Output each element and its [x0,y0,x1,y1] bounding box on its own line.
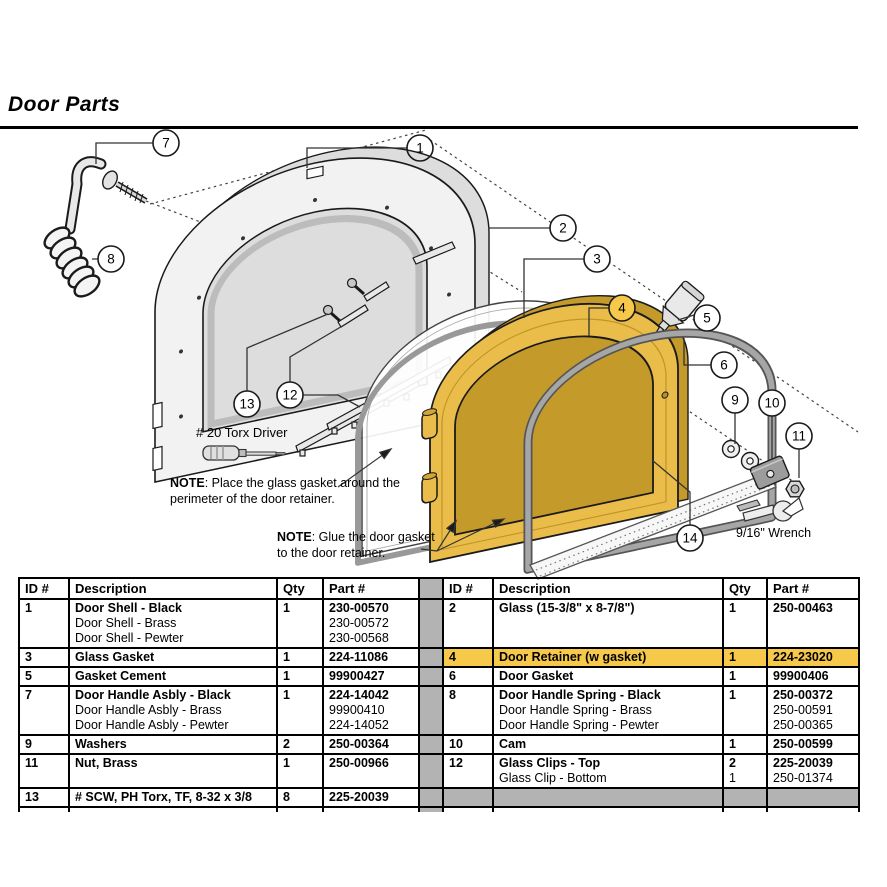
torx-driver-icon [202,445,286,461]
callouts: 1 2 3 4 5 6 7 8 9 10 11 12 13 14 [97,129,813,552]
callout-10: 10 [758,389,786,417]
svg-text:5: 5 [703,311,711,326]
table-row-13-end: 13 # SCW, PH Torx, TF, 8-32 x 3/8 8 225-… [18,787,860,808]
svg-text:9: 9 [731,393,739,408]
cam-part [749,455,790,490]
col-desc-right: Description [492,577,724,600]
table-row-9-10: 9 Washers 2 250-00364 10 Cam 1 250-00599 [18,734,860,755]
title-rule [0,126,858,129]
door-retainer-part [421,294,689,564]
svg-text:2: 2 [559,221,567,236]
callout-3: 3 [583,245,611,273]
col-part-right: Part # [766,577,860,600]
callout-5: 5 [693,304,721,332]
wrench-icon [736,497,804,522]
highlighted-desc-cell: Door Retainer (w gasket) [492,647,724,668]
table-stub-row [18,806,860,812]
door-handle-part [64,156,148,235]
svg-text:14: 14 [682,531,698,546]
callout-8: 8 [97,245,125,273]
table-spacer [418,577,444,600]
callout-1: 1 [406,134,434,162]
highlighted-id-cell: 4 [442,647,494,668]
callout-6: 6 [710,351,738,379]
col-desc-left: Description [68,577,278,600]
callout-12: 12 [276,381,304,409]
svg-text:3: 3 [593,252,601,267]
door-gasket-part [523,328,777,574]
callout-13: 13 [233,390,261,418]
col-qty-right: Qty [722,577,768,600]
bottom-gasket-strip [529,472,777,580]
col-id-right: ID # [442,577,494,600]
table-row-5-6: 5 Gasket Cement 1 99900427 6 Door Gasket… [18,666,860,687]
svg-text:7: 7 [162,136,170,151]
col-part-left: Part # [322,577,420,600]
svg-text:11: 11 [792,429,806,444]
callout-14: 14 [676,524,704,552]
svg-text:6: 6 [720,358,728,373]
svg-text:4: 4 [618,301,626,316]
callout-4-highlighted: 4 [608,294,636,322]
table-row-11-12: 11 Nut, Brass 1 250-00966 12 Glass Clips… [18,753,860,789]
svg-text:1: 1 [416,141,424,156]
note-door-gasket: NOTE: Glue the door gasket to the door r… [277,530,438,560]
svg-text:12: 12 [282,388,297,403]
callout-2: 2 [549,214,577,242]
nut-part [785,480,805,498]
svg-text:13: 13 [239,397,254,412]
wrench-label: 9/16" Wrench [736,526,811,540]
callout-11: 11 [785,422,813,450]
washers-part [721,439,760,471]
parts-table-container: ID # Description Qty Part # ID # Descrip… [18,577,860,812]
col-id-left: ID # [18,577,70,600]
svg-text:8: 8 [107,252,115,267]
note-glass-gasket: NOTE: Place the glass gasket around the … [170,476,403,506]
note-arrows [337,447,506,552]
page-title: Door Parts [8,93,121,116]
table-header-row: ID # Description Qty Part # ID # Descrip… [18,577,860,600]
parts-table: ID # Description Qty Part # ID # Descrip… [18,577,860,812]
table-row-3-4-highlighted: 3 Glass Gasket 1 224-11086 4 Door Retain… [18,647,860,668]
torx-driver-label: # 20 Torx Driver [196,425,288,440]
callout-leaders [92,142,800,525]
col-qty-left: Qty [276,577,324,600]
svg-text:10: 10 [764,396,779,411]
callout-9: 9 [721,386,749,414]
handle-spring-part [43,226,101,298]
callout-7: 7 [152,129,180,157]
